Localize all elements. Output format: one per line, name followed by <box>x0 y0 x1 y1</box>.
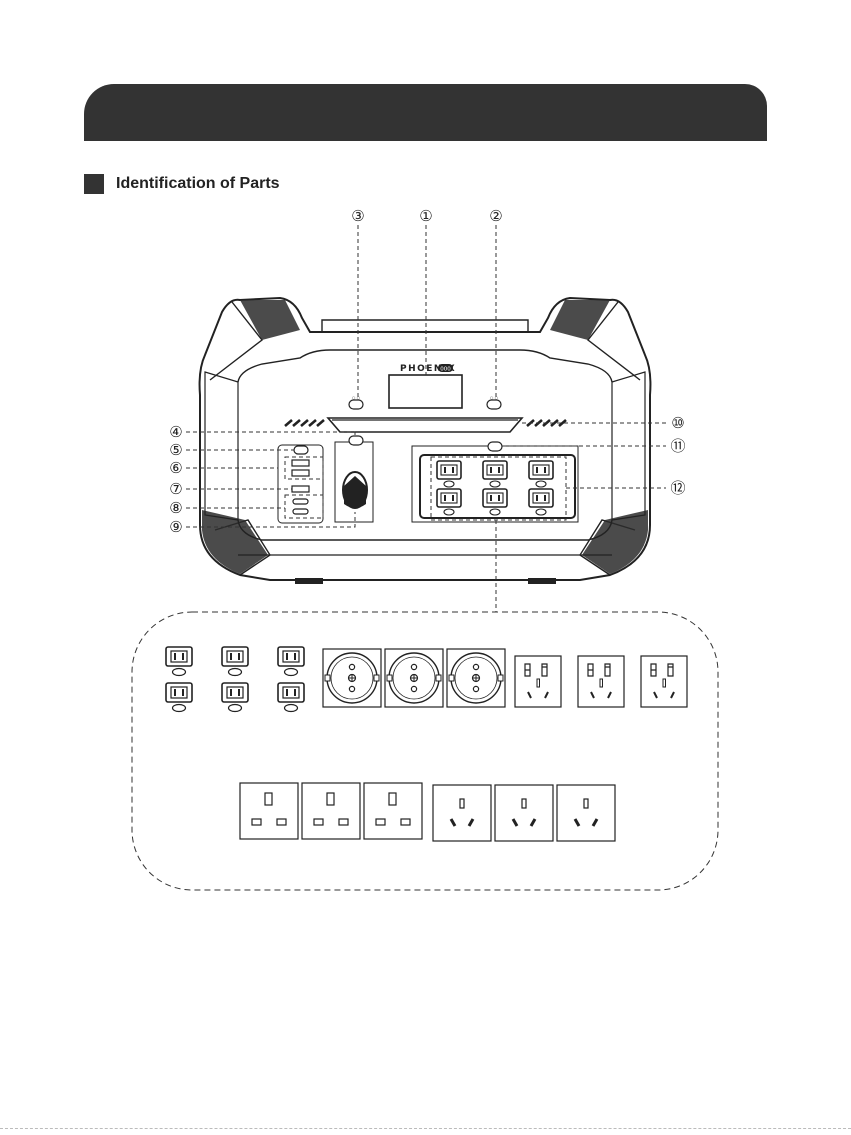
multi-outlet-2 <box>578 656 624 707</box>
multi-outlet-variants <box>515 656 687 707</box>
power-station-body <box>200 298 651 584</box>
svg-text:⑧: ⑧ <box>169 499 182 517</box>
au-outlet-2 <box>495 785 553 841</box>
multi-outlet-1 <box>515 656 561 707</box>
callout-7: ⑦ <box>169 480 182 498</box>
page-bottom-rule <box>0 1128 851 1129</box>
callout-9: ⑨ <box>169 518 182 536</box>
lcd-display <box>389 375 462 408</box>
us-outlet-3 <box>278 647 304 676</box>
model-badge-text: 000 <box>440 367 451 373</box>
svg-text:①: ① <box>419 207 432 225</box>
svg-text:⑥: ⑥ <box>169 459 182 477</box>
callout-12: ⑫ <box>670 479 685 497</box>
au-outlet-1 <box>433 785 491 841</box>
ac-button <box>488 442 502 451</box>
uk-outlet-1 <box>240 783 298 839</box>
us-outlet-variants <box>166 647 304 712</box>
callout-4: ④ <box>169 423 182 441</box>
us-outlet-2 <box>222 647 248 676</box>
svg-text:⑪: ⑪ <box>670 437 685 455</box>
svg-text:○ ○: ○ ○ <box>490 395 499 400</box>
multi-outlet-3 <box>641 656 687 707</box>
callout-2: ② <box>489 207 502 225</box>
us-outlet-6 <box>278 683 304 712</box>
svg-text:③: ③ <box>351 207 364 225</box>
callout-1: ① <box>419 207 432 225</box>
callout-10: ⑩ <box>671 414 684 432</box>
callout-5: ⑤ <box>169 441 182 459</box>
svg-text:④: ④ <box>169 423 182 441</box>
eu-outlet-2 <box>385 649 443 707</box>
svg-text:⑤: ⑤ <box>169 441 182 459</box>
uk-outlet-2 <box>302 783 360 839</box>
callout-11: ⑪ <box>670 437 685 455</box>
svg-text:⑫: ⑫ <box>670 479 685 497</box>
us-outlet-5 <box>222 683 248 712</box>
car-charger-port <box>335 436 373 522</box>
us-outlet-1 <box>166 647 192 676</box>
eu-outlet-3 <box>447 649 505 707</box>
eu-outlet-variants <box>323 649 505 707</box>
uk-outlet-3 <box>364 783 422 839</box>
au-outlet-3 <box>557 785 615 841</box>
svg-text:⑩: ⑩ <box>671 414 684 432</box>
callout-8: ⑧ <box>169 499 182 517</box>
callout-6: ⑥ <box>169 459 182 477</box>
ac-outlet-panel <box>412 442 578 522</box>
svg-text:○ ○: ○ ○ <box>352 395 361 400</box>
callout-3: ③ <box>351 207 364 225</box>
svg-text:⑦: ⑦ <box>169 480 182 498</box>
au-outlet-variants <box>433 785 615 841</box>
uk-outlet-variants <box>240 783 422 839</box>
us-outlet-4 <box>166 683 192 712</box>
eu-outlet-1 <box>323 649 381 707</box>
svg-text:②: ② <box>489 207 502 225</box>
svg-text:⑨: ⑨ <box>169 518 182 536</box>
